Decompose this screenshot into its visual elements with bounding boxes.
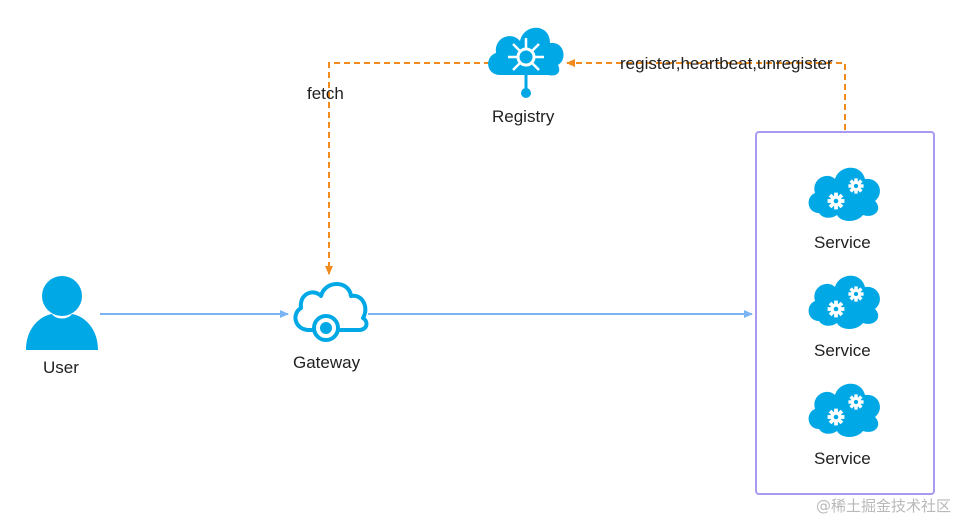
registry-label: Registry: [492, 107, 555, 126]
cloud-gears-icon: [809, 168, 880, 221]
service-group-box: [755, 131, 935, 495]
user-icon: [26, 276, 98, 350]
cloud-gears-icon: [809, 276, 880, 329]
fetch-label: fetch: [307, 84, 344, 103]
register-label: register,heartbeat,unregister: [620, 54, 833, 73]
service-label: Service: [814, 341, 871, 360]
cloud-gateway-icon: [293, 282, 369, 342]
service-label: Service: [814, 233, 871, 252]
fetch-arrow: [325, 62, 490, 275]
register-arrow: [566, 59, 846, 130]
watermark: @稀土掘金技术社区: [815, 497, 951, 515]
service-label: Service: [814, 449, 871, 468]
cloud-gears-icon: [809, 384, 880, 437]
cloud-registry-icon: [488, 27, 564, 98]
user-label: User: [43, 358, 79, 377]
gateway-label: Gateway: [293, 353, 361, 372]
